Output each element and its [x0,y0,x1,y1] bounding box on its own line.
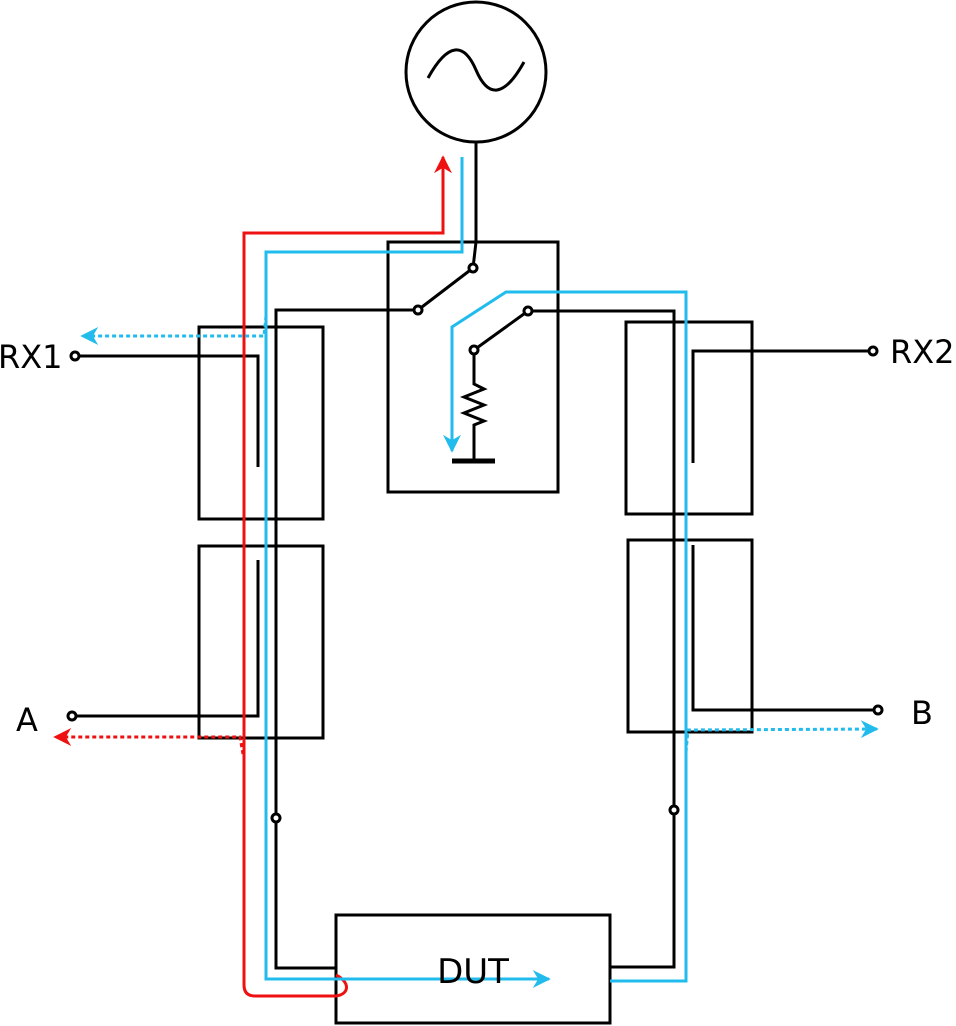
port-a-label: A [16,701,38,739]
reflected-main-trace [242,155,452,998]
transfer-switch-icon [412,241,534,356]
rx2-port [867,345,879,357]
dut-box [334,913,612,1025]
coupler-rx2-arm [691,349,873,463]
left-through-line [274,308,414,970]
rx1-tap-trace [80,315,268,345]
port-b-label: B [911,694,933,732]
sine-wave-source-icon [404,0,548,144]
transmitted-return-trace [443,290,688,983]
dut-label: DUT [437,952,509,992]
coupler-b [626,538,754,734]
port-b [872,704,884,716]
rx1-port [69,350,81,362]
port-a [66,710,78,722]
transmitted-signal-path [80,157,879,988]
transmitted-main-trace [264,157,551,988]
reflected-signal-path [53,155,452,998]
coupler-a-arm [72,560,260,718]
left-test-node [270,812,282,824]
resistor-ground-icon [452,354,495,464]
b-tap-trace [684,720,879,753]
coupler-rx1-arm [75,354,260,467]
coupler-rx2 [624,320,754,516]
rx2-label: RX2 [890,333,955,371]
coupler-b-arm [691,545,878,712]
rx1-label: RX1 [0,338,63,376]
reflected-to-a-trace [53,728,245,755]
right-through-line [532,309,676,969]
circuit [66,0,884,1025]
right-test-node [668,804,680,816]
coupler-rx1 [197,325,325,521]
coupler-a [197,544,325,740]
switch-box [386,240,560,494]
